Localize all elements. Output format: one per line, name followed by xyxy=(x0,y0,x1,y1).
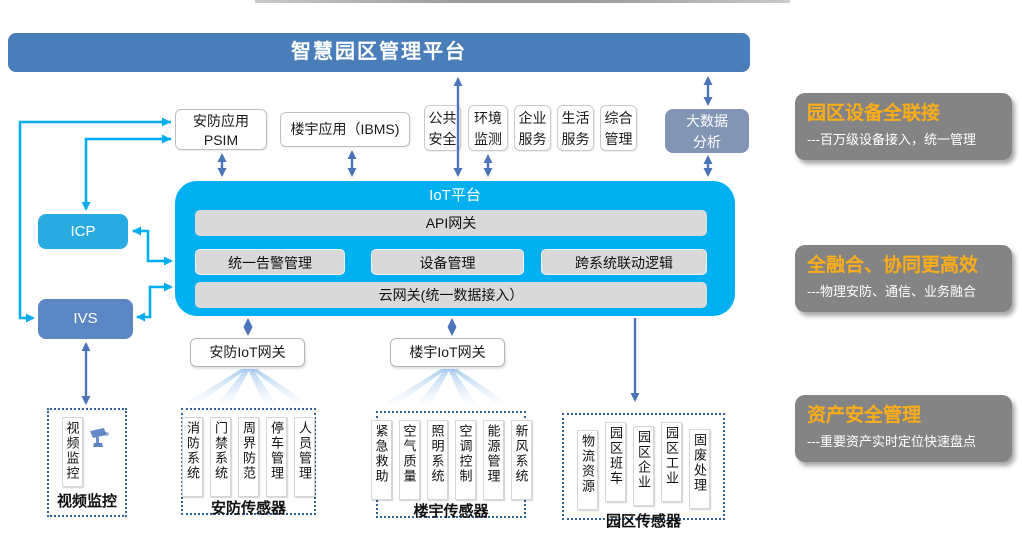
security-columns: 消防系统 门禁系统 周界防范 停车管理 人员管理 xyxy=(182,417,315,497)
benefit-card-asset-safety: 资产安全管理 ---重要资产实时定位快速盘点 xyxy=(795,395,1012,462)
cctv-camera-icon xyxy=(89,428,109,447)
sensor-column: 照明系统 xyxy=(426,420,448,500)
sensor-group-label: 安防传感器 xyxy=(210,500,286,517)
api-gateway-bar: API网关 xyxy=(195,210,707,236)
platform-banner: 智慧园区管理平台 xyxy=(8,33,750,72)
service-box-public-safety: 公共 安全 xyxy=(424,105,461,151)
sensor-column: 消防系统 xyxy=(182,417,203,497)
service-line: 管理 xyxy=(604,131,633,147)
sensor-column: 空调控制 xyxy=(454,420,476,500)
sensor-group-label: 园区传感器 xyxy=(605,513,681,530)
service-line: 服务 xyxy=(561,131,590,147)
module-cross-system-linkage: 跨系统联动逻辑 xyxy=(541,249,707,275)
service-line: 公共 xyxy=(428,110,457,126)
sensor-group-park: 物流资源 园区班车 园区企业 园区工业 固废处理 园区传感器 xyxy=(562,413,725,530)
sensor-column: 园区企业 xyxy=(633,426,654,506)
sensor-column: 紧急救助 xyxy=(370,420,392,500)
psim-line1: 安防应用 xyxy=(193,113,249,129)
building-columns: 紧急救助 空气质量 照明系统 空调控制 能源管理 新风系统 xyxy=(370,420,532,500)
cloud-gateway-bar: 云网关(统一数据接入） xyxy=(195,282,707,308)
iot-platform-panel: IoT平台 API网关 统一告警管理 设备管理 跨系统联动逻辑 云网关(统一数据… xyxy=(175,181,735,316)
benefit-desc: ---百万级设备接入，统一管理 xyxy=(807,132,976,147)
sensor-column: 视频监控 xyxy=(61,417,83,487)
benefit-card-convergence: 全融合、协同更高效 ---物理安防、通信、业务融合 xyxy=(795,245,1012,312)
sensor-group-label: 楼宇传感器 xyxy=(413,503,489,520)
sensor-group-label: 视频监控 xyxy=(56,493,117,510)
ivs-box: IVS xyxy=(38,299,133,339)
service-line: 服务 xyxy=(518,131,547,147)
bigdata-analysis-box: 大数据 分析 xyxy=(665,109,749,153)
gateway-fan-security xyxy=(183,369,311,405)
video-columns: 视频监控 xyxy=(53,417,121,487)
benefit-title: 全融合、协同更高效 xyxy=(807,255,979,276)
ibms-app-box: 楼宇应用（IBMS) xyxy=(280,112,410,147)
building-iot-gateway-box: 楼宇IoT网关 xyxy=(390,338,505,367)
sensor-group-building: 紧急救助 空气质量 照明系统 空调控制 能源管理 新风系统 楼宇传感器 xyxy=(370,411,532,520)
ibms-label: 楼宇应用（IBMS) xyxy=(290,121,400,137)
sensor-group-security: 消防系统 门禁系统 周界防范 停车管理 人员管理 安防传感器 xyxy=(181,408,316,517)
top-cropped-strip xyxy=(255,0,790,3)
module-device-management: 设备管理 xyxy=(371,249,524,275)
bigdata-line: 分析 xyxy=(693,134,721,150)
benefit-desc: ---物理安防、通信、业务融合 xyxy=(807,284,976,299)
psim-app-box: 安防应用 PSIM xyxy=(175,109,267,150)
security-iot-gateway-box: 安防IoT网关 xyxy=(190,338,305,367)
sensor-column: 固废处理 xyxy=(689,429,710,509)
service-box-enterprise: 企业 服务 xyxy=(514,105,551,151)
sensor-column: 物流资源 xyxy=(577,430,598,510)
benefit-title: 园区设备全联接 xyxy=(807,103,941,124)
service-box-living: 生活 服务 xyxy=(557,105,594,151)
park-columns: 物流资源 园区班车 园区企业 园区工业 固废处理 xyxy=(568,422,719,510)
sensor-column: 园区班车 xyxy=(605,422,626,502)
service-line: 综合 xyxy=(604,110,633,126)
sensor-column: 能源管理 xyxy=(482,420,504,500)
sensor-column: 人员管理 xyxy=(294,417,315,497)
service-box-comprehensive: 综合 管理 xyxy=(600,105,637,151)
gateway-fan-building xyxy=(383,369,511,405)
service-line: 环境 xyxy=(474,110,502,126)
module-alarm-management: 统一告警管理 xyxy=(195,249,345,275)
service-line: 企业 xyxy=(518,110,547,126)
psim-line2: PSIM xyxy=(203,132,239,148)
sensor-column: 空气质量 xyxy=(398,420,420,500)
service-line: 监测 xyxy=(474,131,502,147)
sensor-column: 门禁系统 xyxy=(210,417,231,497)
sensor-column: 停车管理 xyxy=(266,417,287,497)
sensor-column: 新风系统 xyxy=(510,420,532,500)
sensor-column: 园区工业 xyxy=(661,422,682,502)
sensor-group-video: 视频监控 视频监控 xyxy=(47,408,127,517)
service-box-env-monitoring: 环境 监测 xyxy=(468,105,508,151)
platform-banner-title: 智慧园区管理平台 xyxy=(291,41,467,63)
benefit-title: 资产安全管理 xyxy=(807,405,922,426)
iot-platform-title: IoT平台 xyxy=(429,187,481,204)
benefit-card-device-connection: 园区设备全联接 ---百万级设备接入，统一管理 xyxy=(795,93,1012,160)
benefit-desc: ---重要资产实时定位快速盘点 xyxy=(807,434,976,449)
bigdata-line: 大数据 xyxy=(686,113,728,129)
icp-box: ICP xyxy=(38,214,128,249)
sensor-column: 周界防范 xyxy=(238,417,259,497)
service-line: 安全 xyxy=(428,131,457,147)
service-line: 生活 xyxy=(561,110,590,126)
